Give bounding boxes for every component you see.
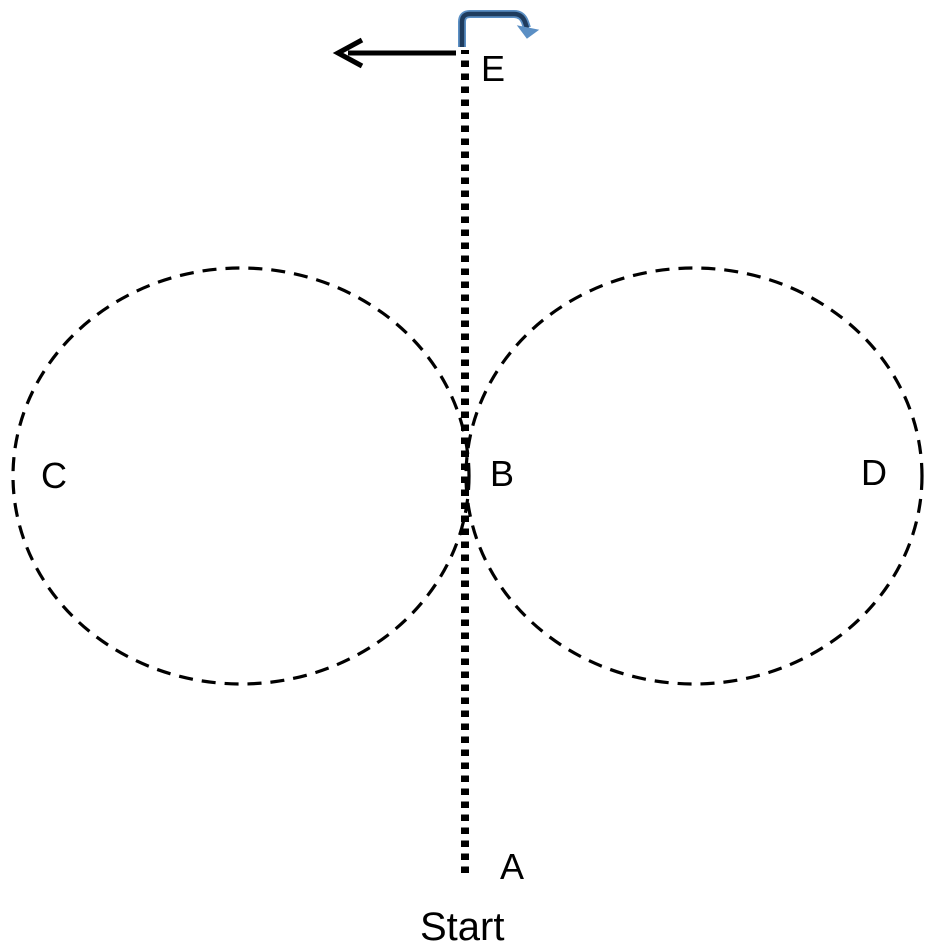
- label-b: B: [490, 453, 515, 494]
- label-d: D: [861, 452, 887, 493]
- label-a: A: [500, 846, 525, 887]
- left-arrow-icon: [332, 37, 456, 69]
- turn-right-arrow-icon: [458, 10, 540, 47]
- label-e: E: [481, 48, 506, 89]
- circle-d: [464, 266, 924, 686]
- label-c: C: [41, 455, 67, 496]
- circle-c: [11, 266, 471, 686]
- label-start: Start: [420, 905, 505, 949]
